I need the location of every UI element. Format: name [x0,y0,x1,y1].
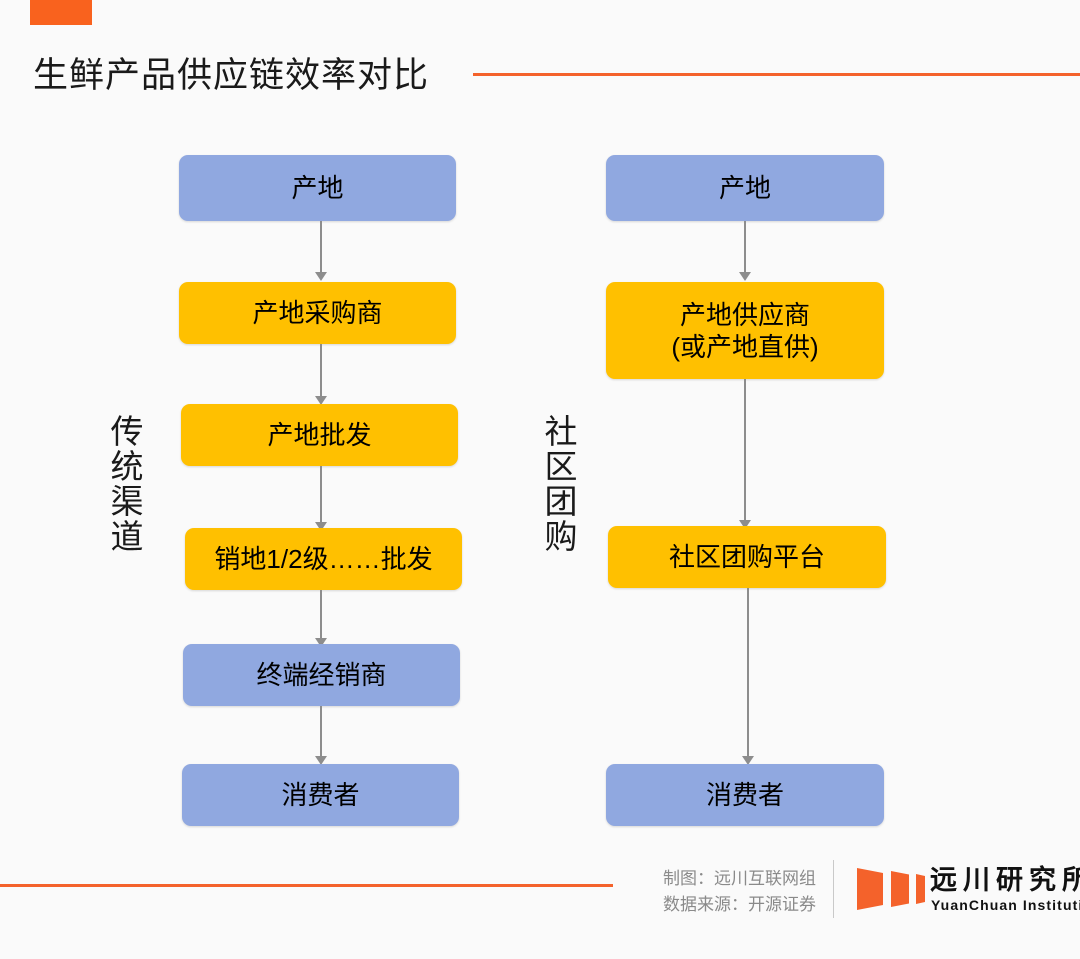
column-label-traditional: 传统渠道 [106,414,143,554]
connector-traditional-2-3 [320,466,322,526]
credit-source: 数据来源：开源证券 [663,895,816,914]
node-traditional-0[interactable]: 产地 [179,155,456,221]
arrowhead-community-0-1 [739,272,751,281]
connector-traditional-4-5 [320,706,322,760]
connector-community-0-1 [744,221,746,276]
yuanchuan-logo: 远川研究所 YuanChuan Institution [857,865,1080,918]
node-community-1[interactable]: 产地供应商 (或产地直供) [606,282,884,379]
brand-accent-square [30,0,92,25]
arrowhead-traditional-4-5 [315,756,327,765]
arrowhead-traditional-1-2 [315,396,327,405]
page-title: 生鲜产品供应链效率对比 [33,56,430,95]
node-traditional-1[interactable]: 产地采购商 [179,282,456,344]
arrowhead-community-1-2 [739,520,751,529]
footer-rule [0,884,613,887]
node-traditional-4[interactable]: 终端经销商 [183,644,460,706]
node-traditional-5[interactable]: 消费者 [182,764,459,826]
arrowhead-traditional-2-3 [315,522,327,531]
yuanchuan-logo-mark [857,868,925,910]
node-community-0[interactable]: 产地 [606,155,884,221]
footer-divider [833,860,834,918]
connector-traditional-1-2 [320,344,322,400]
connector-traditional-3-4 [320,590,322,642]
node-traditional-3[interactable]: 销地1/2级……批发 [185,528,462,590]
logo-name-en: YuanChuan Institution [931,897,1080,913]
node-community-3[interactable]: 消费者 [606,764,884,826]
logo-name-cn: 远川研究所 [930,865,1080,895]
arrowhead-traditional-3-4 [315,638,327,647]
arrowhead-traditional-0-1 [315,272,327,281]
credit-author: 制图：远川互联网组 [663,869,816,888]
node-traditional-2[interactable]: 产地批发 [181,404,458,466]
title-rule [473,73,1080,76]
arrowhead-community-2-3 [742,756,754,765]
connector-community-2-3 [747,588,749,760]
node-community-2[interactable]: 社区团购平台 [608,526,886,588]
connector-traditional-0-1 [320,221,322,276]
connector-community-1-2 [744,379,746,524]
footer-credits: 制图：远川互联网组 数据来源：开源证券 [634,866,816,918]
column-label-community-group-buy: 社区团购 [540,414,577,554]
